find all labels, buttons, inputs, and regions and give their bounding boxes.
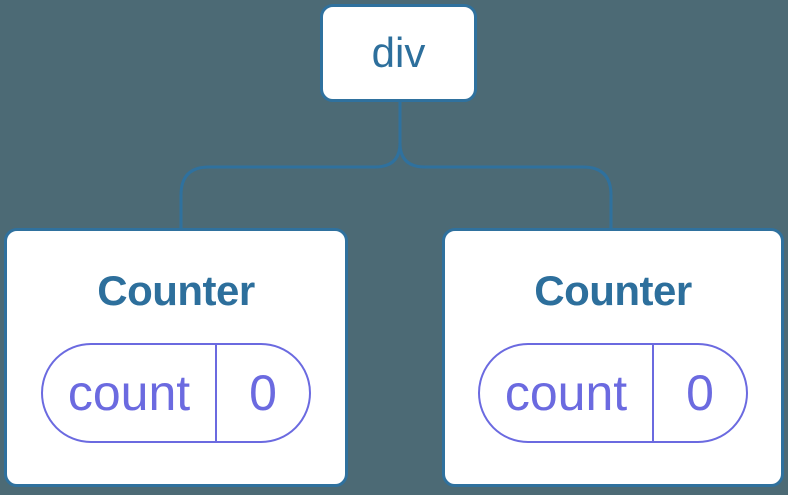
root-node-label: div	[371, 29, 426, 76]
counter-node-left: Counter count 0	[4, 228, 348, 487]
state-name: count	[67, 365, 191, 422]
state-value: 0	[686, 365, 714, 422]
state-pill: count 0	[41, 343, 311, 444]
state-value: 0	[249, 365, 277, 422]
state-name: count	[504, 365, 628, 422]
state-name-cell: count	[43, 345, 217, 442]
state-value-cell: 0	[217, 345, 309, 441]
state-pill: count 0	[478, 343, 748, 444]
counter-node-right: Counter count 0	[442, 228, 784, 487]
tree-branch-left-line	[179, 101, 402, 229]
component-name-label: Counter	[534, 267, 692, 314]
component-name-label: Counter	[97, 267, 255, 314]
state-value-cell: 0	[654, 345, 746, 441]
state-name-cell: count	[480, 345, 654, 442]
tree-branch-right-line	[398, 101, 613, 229]
root-node: div	[320, 4, 477, 102]
